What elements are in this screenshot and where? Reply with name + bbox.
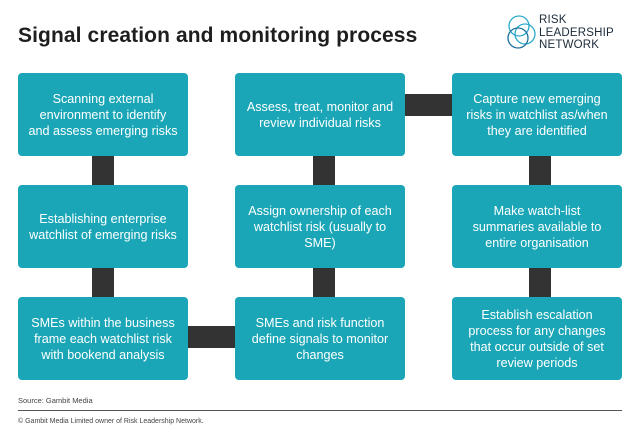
copyright-note: © Gambit Media Limited owner of Risk Lea…	[18, 418, 204, 425]
source-note: Source: Gambit Media	[18, 396, 93, 405]
connector-c3-r1-r2	[529, 156, 551, 185]
step-establish-watchlist: Establishing enterprise watchlist of eme…	[18, 185, 188, 268]
connector-c1-r1-r2	[92, 156, 114, 185]
logo-wordmark: RISK LEADERSHIP NETWORK	[539, 14, 614, 52]
step-define-signals: SMEs and risk function define signals to…	[235, 297, 405, 380]
connector-c1r3-c2r3	[187, 326, 237, 348]
step-capture-new-risks: Capture new emerging risks in watchlist …	[452, 73, 622, 156]
step-sme-bookend-analysis: SMEs within the business frame each watc…	[18, 297, 188, 380]
page-title: Signal creation and monitoring process	[18, 24, 418, 47]
step-escalation-process: Establish escalation process for any cha…	[452, 297, 622, 380]
connector-c2-r2-r1	[313, 156, 335, 185]
footer-divider	[18, 410, 622, 411]
connector-c2r1-c3r1	[404, 94, 454, 116]
step-scan-environment: Scanning external environment to identif…	[18, 73, 188, 156]
connector-c2-r3-r2	[313, 268, 335, 297]
logo-line-3: NETWORK	[539, 39, 600, 51]
step-assess-treat-monitor: Assess, treat, monitor and review indivi…	[235, 73, 405, 156]
brand-logo: RISK LEADERSHIP NETWORK	[505, 14, 635, 54]
step-assign-ownership: Assign ownership of each watchlist risk …	[235, 185, 405, 268]
connector-c3-r2-r3	[529, 268, 551, 297]
logo-line-2: LEADERSHIP	[539, 26, 614, 39]
logo-circles-icon	[507, 15, 536, 49]
step-share-summaries: Make watch-list summaries available to e…	[452, 185, 622, 268]
connector-c1-r2-r3	[92, 268, 114, 297]
logo-line-1: RISK	[539, 14, 567, 26]
